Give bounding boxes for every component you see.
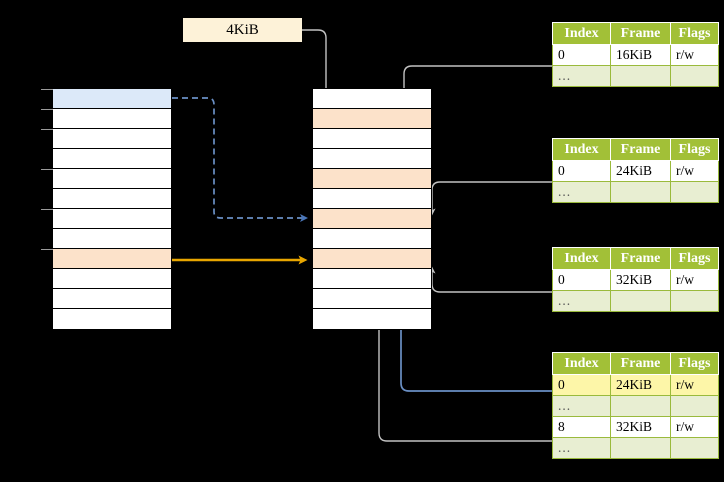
virtual-address-space-row — [53, 229, 171, 249]
cell-index: 0 — [552, 374, 611, 396]
virtual-address-space-row — [41, 209, 171, 229]
virtual-address-space-row — [41, 89, 171, 109]
cell-flags — [670, 181, 719, 203]
column-header-index: Index — [552, 247, 611, 270]
cell-index: 8 — [552, 416, 611, 438]
cell-frame — [610, 290, 671, 312]
virtual-address-space-row — [53, 309, 171, 329]
cell-flags — [670, 65, 719, 87]
page-size-label: 4KiB — [183, 18, 302, 42]
cell-frame — [610, 437, 671, 459]
physical-memory-row — [313, 149, 431, 169]
physical-memory-row — [313, 169, 431, 189]
virtual-address-space-row — [41, 169, 171, 189]
column-header-index: Index — [552, 138, 611, 161]
cell-flags: r/w — [670, 416, 719, 438]
cell-frame: 32KiB — [610, 269, 671, 291]
physical-memory-row — [313, 289, 431, 309]
physical-memory-row — [313, 309, 431, 329]
wire-pt3-to-phys-row8 — [428, 266, 552, 293]
virtual-address-space-row — [53, 149, 171, 169]
cell-frame — [610, 181, 671, 203]
table-ellipsis-row: ... — [552, 395, 719, 417]
row-tick-mark — [41, 109, 53, 110]
row-tick-mark — [41, 169, 53, 170]
virtual-address-column — [41, 88, 172, 330]
column-header-frame: Frame — [610, 22, 671, 45]
physical-memory-row — [313, 89, 431, 109]
table-ellipsis-row: ... — [552, 181, 719, 203]
cell-flags — [670, 290, 719, 312]
row-tick-mark — [41, 209, 53, 210]
virtual-address-space-row — [41, 109, 171, 129]
cell-frame: 16KiB — [610, 44, 671, 66]
cell-flags: r/w — [670, 44, 719, 66]
cell-flags: r/w — [670, 160, 719, 182]
column-header-frame: Frame — [610, 138, 671, 161]
physical-memory-row — [313, 129, 431, 149]
cell-frame: 32KiB — [610, 416, 671, 438]
virtual-address-space-row — [41, 249, 171, 269]
cell-frame: 24KiB — [610, 374, 671, 396]
row-tick-mark — [41, 249, 53, 250]
virtual-address-space-row — [41, 129, 171, 149]
virtual-address-space-row — [53, 289, 171, 309]
column-header-flags: Flags — [670, 138, 719, 161]
cell-index: 0 — [552, 44, 611, 66]
cell-flags — [670, 395, 719, 417]
column-header-frame: Frame — [610, 352, 671, 375]
column-header-frame: Frame — [610, 247, 671, 270]
table-ellipsis-row: ... — [552, 437, 719, 459]
cell-flags: r/w — [670, 269, 719, 291]
cell-frame: 24KiB — [610, 160, 671, 182]
cell-index: ... — [552, 395, 611, 417]
physical-memory-row — [313, 209, 431, 229]
table-ellipsis-row: ... — [552, 65, 719, 87]
wire-virt-row0-to-phys-row6 — [172, 97, 308, 222]
cell-index: 0 — [552, 160, 611, 182]
cell-flags — [670, 437, 719, 459]
physical-memory-row — [313, 189, 431, 209]
physical-memory-row — [313, 229, 431, 249]
table-ellipsis-row: ... — [552, 290, 719, 312]
cell-index: 0 — [552, 269, 611, 291]
physical-memory-row — [313, 109, 431, 129]
physical-memory-row — [313, 249, 431, 269]
wire-pt2-to-phys-row6 — [428, 181, 552, 216]
physical-memory-row — [313, 269, 431, 289]
cell-frame — [610, 395, 671, 417]
cell-index: ... — [552, 290, 611, 312]
cell-index: ... — [552, 181, 611, 203]
column-header-index: Index — [552, 352, 611, 375]
column-header-flags: Flags — [670, 352, 719, 375]
cell-index: ... — [552, 65, 611, 87]
column-header-index: Index — [552, 22, 611, 45]
virtual-address-space-row — [53, 269, 171, 289]
column-header-flags: Flags — [670, 22, 719, 45]
cell-index: ... — [552, 437, 611, 459]
row-tick-mark — [41, 89, 53, 90]
column-header-flags: Flags — [670, 247, 719, 270]
row-tick-mark — [41, 129, 53, 130]
physical-memory-column — [312, 88, 432, 330]
virtual-address-space-row — [53, 189, 171, 209]
cell-flags: r/w — [670, 374, 719, 396]
cell-frame — [610, 65, 671, 87]
